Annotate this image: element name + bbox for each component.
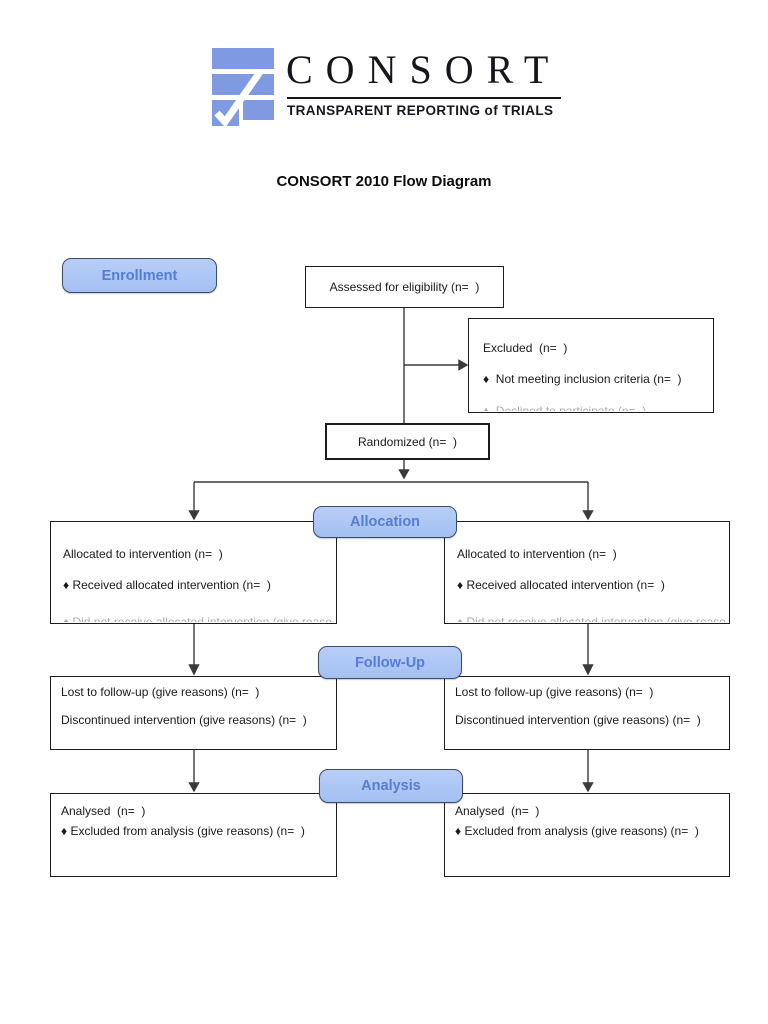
stage-label-followup: Follow-Up — [318, 646, 462, 679]
randomized-box: Randomized (n= ) — [325, 423, 490, 460]
analysis-right-line2: ♦ Excluded from analysis (give reasons) … — [455, 824, 699, 838]
allocation-left-line1: Allocated to intervention (n= ) — [63, 547, 223, 561]
analysis-right-line1: Analysed (n= ) — [455, 804, 540, 818]
stage-label-enrollment: Enrollment — [62, 258, 217, 293]
followup-label-text: Follow-Up — [354, 654, 426, 671]
consort-logo-icon — [212, 48, 274, 126]
allocation-box-left: Allocated to intervention (n= ) ♦ Receiv… — [50, 521, 337, 624]
excluded-line1: Excluded (n= ) — [483, 341, 568, 355]
allocation-left-line2: ♦ Received allocated intervention (n= ) — [63, 578, 271, 592]
randomized-text: Randomized (n= ) — [357, 434, 458, 449]
allocation-right-line2: ♦ Received allocated intervention (n= ) — [457, 578, 665, 592]
followup-right-line2: Discontinued intervention (give reasons)… — [455, 713, 701, 727]
logo-wordmark: CONSORT — [286, 47, 562, 92]
followup-right-line1: Lost to follow-up (give reasons) (n= ) — [455, 685, 654, 699]
logo-tagline: TRANSPARENT REPORTING of TRIALS — [287, 103, 554, 118]
excluded-line2: ♦ Not meeting inclusion criteria (n= ) — [483, 372, 682, 386]
excluded-line3-clipped: ♦ Declined to participate (n= ) — [483, 404, 647, 411]
enrollment-label-text: Enrollment — [101, 267, 178, 284]
analysis-box-left: Analysed (n= ) ♦ Excluded from analysis … — [50, 793, 337, 877]
logo-underline — [287, 97, 561, 99]
analysis-label-text: Analysis — [361, 778, 421, 794]
stage-label-allocation: Allocation — [313, 506, 457, 538]
eligibility-box: Assessed for eligibility (n= ) — [305, 266, 504, 308]
stage-label-analysis: Analysis — [319, 769, 463, 803]
excluded-box: Excluded (n= ) ♦ Not meeting inclusion c… — [468, 318, 714, 413]
allocation-label-text: Allocation — [349, 514, 421, 530]
followup-box-right: Lost to follow-up (give reasons) (n= ) D… — [444, 676, 730, 750]
allocation-right-line1: Allocated to intervention (n= ) — [457, 547, 617, 561]
allocation-right-line3-clipped: ♦ Did not receive allocated intervention… — [457, 615, 725, 622]
followup-left-line2: Discontinued intervention (give reasons)… — [61, 713, 307, 727]
followup-left-line1: Lost to follow-up (give reasons) (n= ) — [61, 685, 260, 699]
analysis-left-line1: Analysed (n= ) — [61, 804, 146, 818]
analysis-left-line2: ♦ Excluded from analysis (give reasons) … — [61, 824, 305, 838]
allocation-box-right: Allocated to intervention (n= ) ♦ Receiv… — [444, 521, 730, 624]
eligibility-text: Assessed for eligibility (n= ) — [329, 280, 480, 294]
followup-box-left: Lost to follow-up (give reasons) (n= ) D… — [50, 676, 337, 750]
analysis-box-right: Analysed (n= ) ♦ Excluded from analysis … — [444, 793, 730, 877]
page-title: CONSORT 2010 Flow Diagram — [276, 173, 492, 190]
allocation-left-line3-clipped: ♦ Did not receive allocated intervention… — [63, 615, 332, 622]
